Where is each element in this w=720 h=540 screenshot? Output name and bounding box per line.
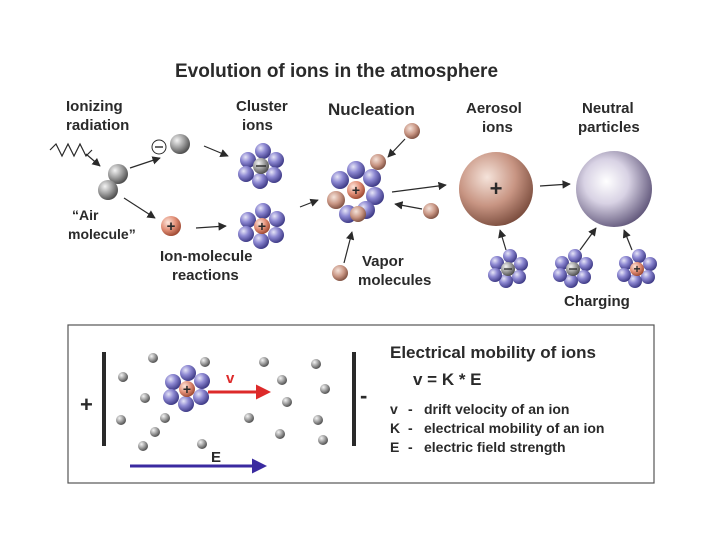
def-text: electric field strength <box>424 439 566 455</box>
arrow-vapor-1 <box>387 138 406 158</box>
radiation-wave-icon <box>49 142 93 158</box>
def-symbol: E <box>390 439 399 455</box>
label-ionizing: Ionizing <box>66 98 123 115</box>
label-vapor-molecules: molecules <box>358 272 431 289</box>
arrow-charging-3 <box>622 229 633 251</box>
charging-positive-cluster: + <box>617 249 657 288</box>
positive-ion: + <box>161 216 181 236</box>
label-air: “Air <box>72 207 99 223</box>
arrow-vapor-3 <box>343 231 355 264</box>
mobility-title: Electrical mobility of ions <box>390 343 596 362</box>
label-particles: particles <box>578 119 640 136</box>
label-radiation: radiation <box>66 117 129 134</box>
velocity-label: v <box>226 370 235 387</box>
svg-text:+: + <box>183 381 191 397</box>
nucleating-cluster: + <box>327 154 386 223</box>
label-aerosol: Aerosol <box>466 100 522 117</box>
air-molecule <box>98 164 128 200</box>
label-vapor: Vapor <box>362 253 404 270</box>
aerosol-ion: + <box>459 152 533 226</box>
arrow-to-nucleation <box>299 198 319 208</box>
radiation-arrow <box>85 153 101 167</box>
arrow-to-positive-cluster <box>195 222 227 231</box>
negative-cluster-ion <box>238 143 284 189</box>
arrow-vapor-2 <box>394 201 423 210</box>
svg-text:+: + <box>352 182 360 198</box>
arrow-to-aerosol <box>391 181 447 193</box>
arrow-to-neutral <box>539 180 571 189</box>
svg-text:+: + <box>490 176 503 201</box>
def-dash: - <box>408 439 413 455</box>
negative-plate-sign: - <box>360 383 367 408</box>
label-charging: Charging <box>564 293 630 310</box>
label-cluster-ions: ions <box>242 117 273 134</box>
diagram-title: Evolution of ions in the atmosphere <box>175 61 498 82</box>
arrow-charging-2 <box>579 227 597 251</box>
label-ion-molecule: Ion-molecule <box>160 248 253 265</box>
svg-text:+: + <box>258 218 266 234</box>
definitions-list: v - drift velocity of an ion K - electri… <box>390 401 604 455</box>
neutral-molecules <box>116 353 330 451</box>
neutral-particle <box>576 151 652 227</box>
label-molecule: molecule” <box>68 226 136 242</box>
def-dash: - <box>408 401 413 417</box>
charging-negative-cluster-2 <box>553 249 593 288</box>
mobility-equation: v = K * E <box>413 370 482 389</box>
field-label: E <box>211 449 221 466</box>
label-nucleation: Nucleation <box>328 100 415 119</box>
arrow-air-to-negative <box>129 156 161 169</box>
positive-plate-sign: + <box>80 392 93 417</box>
def-symbol: K <box>390 420 400 436</box>
arrow-charging-1 <box>498 229 507 251</box>
mobility-panel <box>67 324 655 484</box>
positive-cluster-ion: + <box>238 203 285 249</box>
def-text: electrical mobility of an ion <box>424 420 604 436</box>
def-text: drift velocity of an ion <box>424 401 569 417</box>
svg-text:+: + <box>633 262 640 276</box>
arrow-air-to-positive <box>123 197 156 219</box>
charging-negative-cluster-1 <box>488 249 528 288</box>
drifting-cluster-ion: + <box>163 365 210 412</box>
label-cluster: Cluster <box>236 98 288 115</box>
def-dash: - <box>408 420 413 436</box>
negative-ion <box>151 134 190 155</box>
label-reactions: reactions <box>172 267 239 284</box>
label-neutral: Neutral <box>582 100 634 117</box>
svg-text:+: + <box>167 218 176 235</box>
arrow-to-negative-cluster <box>203 145 229 157</box>
def-symbol: v <box>390 401 398 417</box>
label-aerosol-ions: ions <box>482 119 513 136</box>
vapor-molecules <box>332 123 439 281</box>
